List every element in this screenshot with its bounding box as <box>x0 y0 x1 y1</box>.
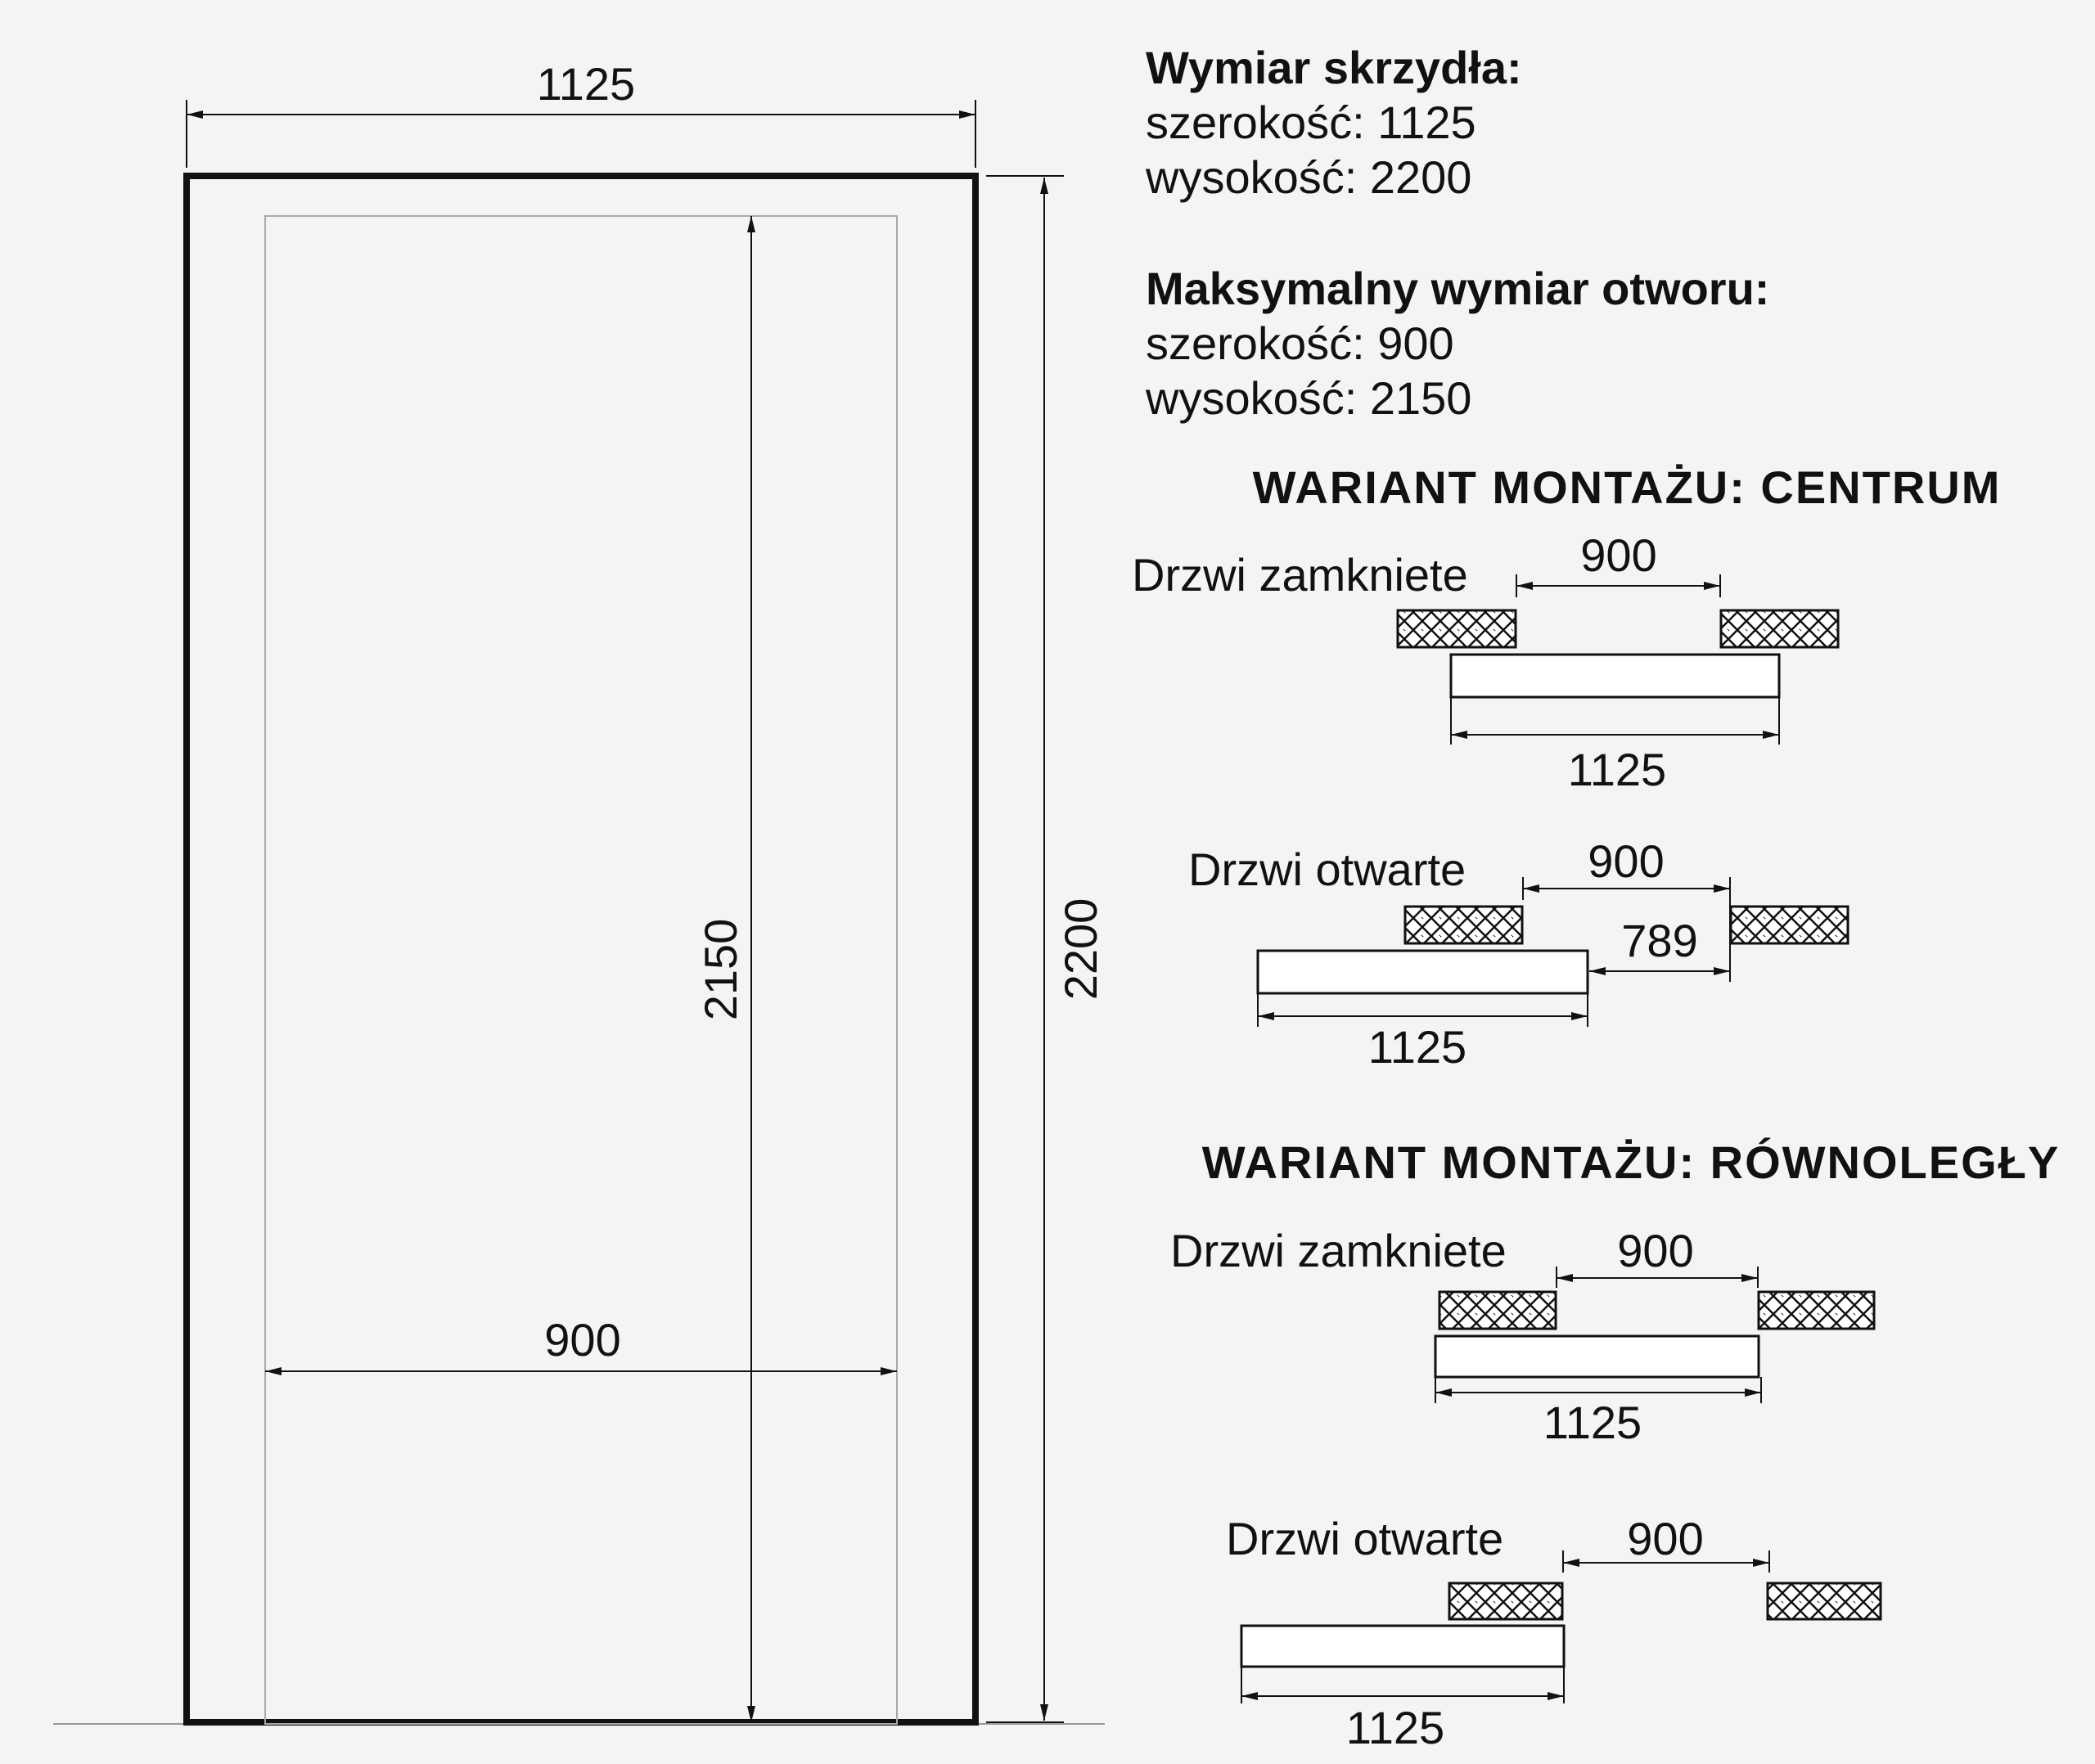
closed-label: Drzwi zamkniete <box>1132 549 1468 601</box>
wall-right <box>1719 609 1840 649</box>
opening-dim-label: 900 <box>1588 835 1664 887</box>
specs-block: Wymiar skrzydła: szerokość: 1125 wysokoś… <box>1145 42 1769 424</box>
leaf-height-text: wysokość: 2200 <box>1145 151 1471 203</box>
wall-left <box>1438 1290 1557 1330</box>
variant-center: WARIANT MONTAŻU: CENTRUM Drzwi zamkniete… <box>1132 461 2002 1073</box>
wall-left <box>1448 1582 1564 1621</box>
variant-center-closed: Drzwi zamkniete 900 1125 <box>1132 529 1840 795</box>
opening-size-title: Maksymalny wymiar otworu: <box>1146 263 1769 314</box>
leaf-dim-label: 1125 <box>1346 1702 1444 1753</box>
door-leaf <box>1256 949 1589 995</box>
wall-left <box>1403 905 1524 945</box>
opening-dim-label: 900 <box>1627 1513 1703 1564</box>
opening-height-text: wysokość: 2150 <box>1145 372 1471 424</box>
variant-parallel-title: WARIANT MONTAŻU: RÓWNOLEGŁY <box>1202 1136 2060 1188</box>
wall-right <box>1729 905 1849 945</box>
leaf-dim-label: 1125 <box>1568 744 1666 795</box>
leaf-dim-label: 1125 <box>1543 1397 1642 1448</box>
wall-right <box>1766 1582 1882 1621</box>
dim-inner-height-label: 2150 <box>695 919 746 1021</box>
open-label: Drzwi otwarte <box>1188 844 1466 895</box>
variant-parallel-open: Drzwi otwarte 900 1125 <box>1226 1513 1882 1753</box>
door-leaf-outline <box>183 173 979 1726</box>
variant-parallel: WARIANT MONTAŻU: RÓWNOLEGŁY Drzwi zamkni… <box>1170 1136 2060 1753</box>
leaf-size-title: Wymiar skrzydła: <box>1146 42 1522 93</box>
door-opening-outline <box>264 215 898 1725</box>
leaf-dim-label: 1125 <box>1368 1021 1466 1073</box>
leaf-width-text: szerokość: 1125 <box>1146 97 1476 148</box>
wall-left <box>1396 609 1517 649</box>
opening-dim-label: 900 <box>1617 1225 1693 1276</box>
dim-outer-height-label: 2200 <box>1055 898 1106 1001</box>
variant-center-title: WARIANT MONTAŻU: CENTRUM <box>1253 461 2002 513</box>
clearance-dim-label: 789 <box>1621 915 1697 966</box>
dim-inner-width-label: 900 <box>544 1314 620 1366</box>
door-leaf <box>1449 653 1781 699</box>
opening-dim-label: 900 <box>1580 529 1656 581</box>
door-elevation: 1125 2150 2200 900 <box>53 58 1106 1726</box>
door-leaf <box>1434 1334 1760 1379</box>
door-leaf <box>1240 1624 1566 1668</box>
open-label: Drzwi otwarte <box>1226 1513 1503 1564</box>
wall-right <box>1757 1290 1876 1330</box>
variant-parallel-closed: Drzwi zamkniete 900 1125 <box>1170 1225 1876 1448</box>
closed-label: Drzwi zamkniete <box>1170 1225 1507 1276</box>
dim-top-label: 1125 <box>537 58 635 110</box>
variant-center-open: Drzwi otwarte 900 789 1125 <box>1188 835 1849 1073</box>
opening-width-text: szerokość: 900 <box>1146 317 1454 369</box>
